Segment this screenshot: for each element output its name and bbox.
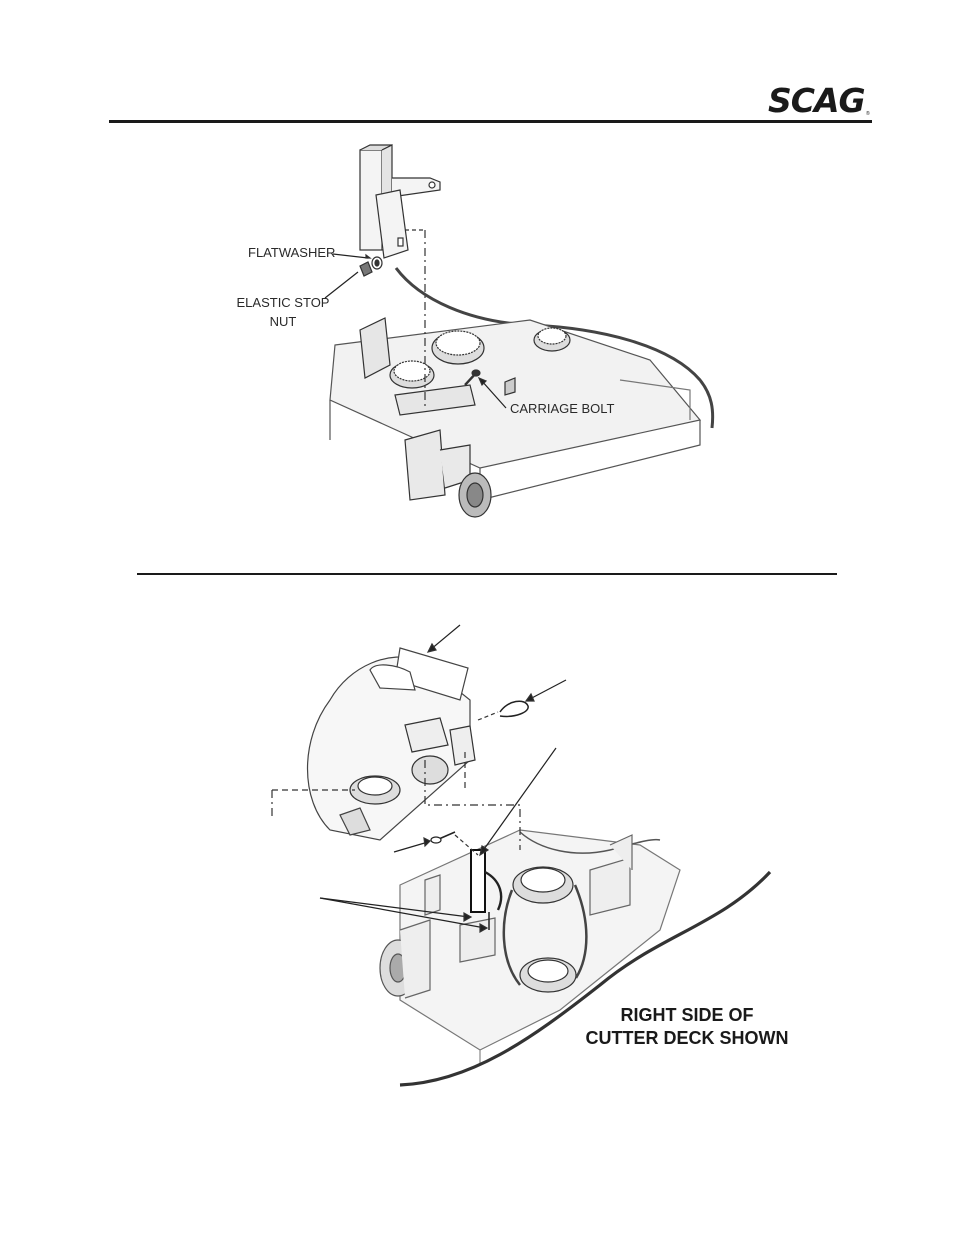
flatwasher-label: FLATWASHER	[248, 245, 336, 260]
caption-line2: CUTTER DECK SHOWN	[585, 1028, 789, 1048]
figure1-illustration	[324, 144, 715, 518]
figure2-caption: RIGHT SIDE OF CUTTER DECK SHOWN	[572, 1004, 802, 1050]
scag-logo: SCAG	[768, 81, 866, 120]
carriage-bolt-label: CARRIAGE BOLT	[510, 401, 615, 416]
elastic-stop-nut-label-line1: ELASTIC STOP	[236, 295, 330, 310]
elastic-stop-nut-label-line2: NUT	[269, 314, 297, 329]
header-rule	[109, 120, 872, 123]
figure2-illustration	[271, 624, 772, 1087]
registered-mark: ®	[866, 111, 870, 117]
section-divider	[137, 573, 837, 575]
caption-line1: RIGHT SIDE OF	[620, 1005, 754, 1025]
